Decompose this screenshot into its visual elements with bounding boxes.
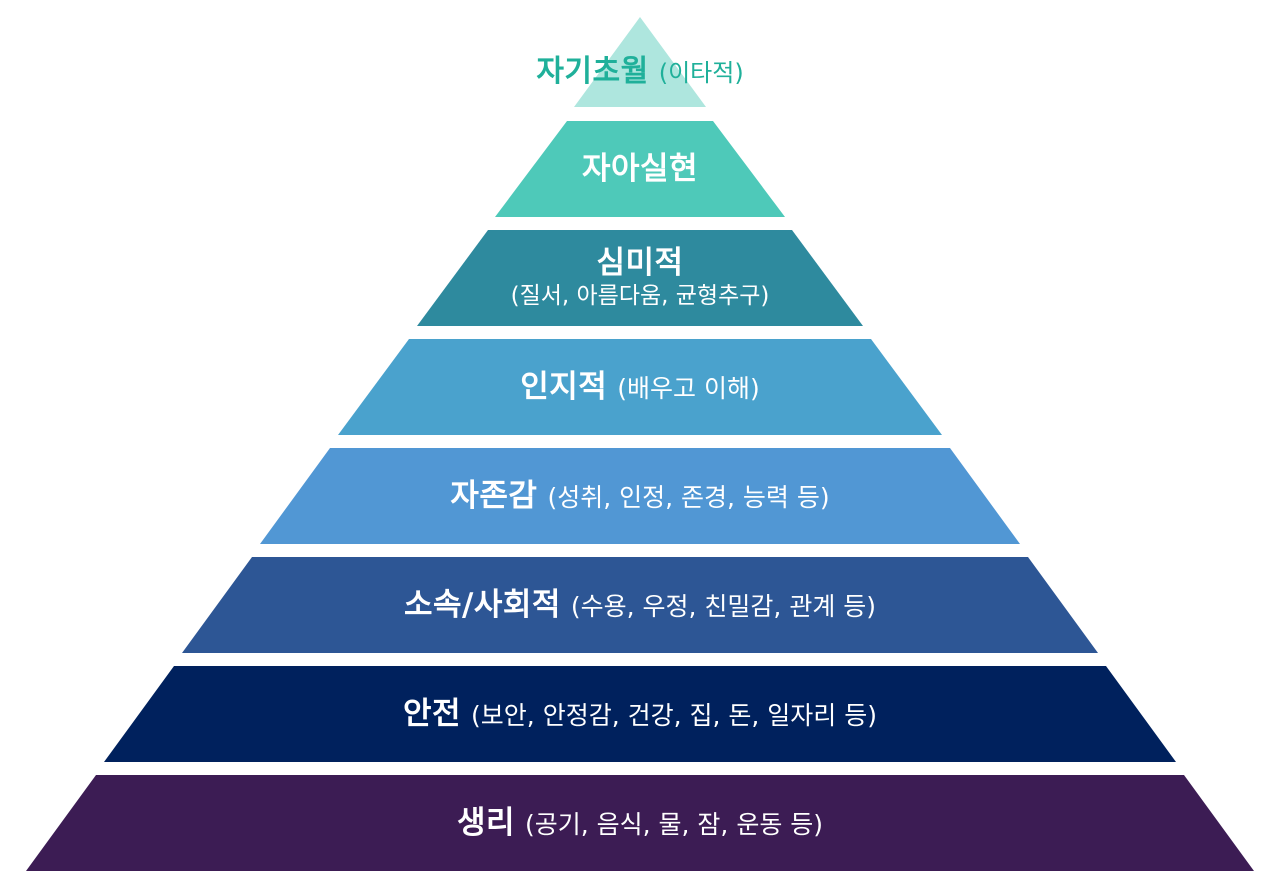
pyramid-level-esteem-shape xyxy=(260,448,1020,544)
level-detail: (성취, 인정, 존경, 능력 등) xyxy=(547,482,830,512)
level-detail: (공기, 음식, 물, 잠, 운동 등) xyxy=(525,809,824,839)
level-detail: (보안, 안정감, 건강, 집, 돈, 일자리 등) xyxy=(471,700,877,730)
pyramid-level-physiological-shape xyxy=(26,775,1254,871)
level-title: 안전 xyxy=(403,695,462,732)
pyramid-level-physiological: 생리 (공기, 음식, 물, 잠, 운동 등) xyxy=(0,775,1280,871)
level-detail: (수용, 우정, 친밀감, 관계 등) xyxy=(570,591,877,621)
level-detail: (질서, 아름다움, 균형추구) xyxy=(510,283,770,310)
pyramid-level-self-transcendence-shape xyxy=(574,17,706,107)
pyramid-level-aesthetic-shape xyxy=(417,230,863,326)
level-title: 인지적 xyxy=(520,368,608,405)
level-title: 심미적 xyxy=(596,245,684,282)
pyramid-level-belonging-shape xyxy=(182,557,1098,653)
level-detail: (배우고 이해) xyxy=(617,373,760,403)
pyramid-level-self-transcendence: 자기초월 (이타적) xyxy=(0,46,1280,96)
level-title: 자아실현 xyxy=(581,150,699,187)
pyramid-level-aesthetic: 심미적 (질서, 아름다움, 균형추구) xyxy=(0,230,1280,326)
pyramid-level-esteem: 자존감 (성취, 인정, 존경, 능력 등) xyxy=(0,448,1280,544)
pyramid-level-belonging: 소속/사회적 (수용, 우정, 친밀감, 관계 등) xyxy=(0,557,1280,653)
pyramid-level-cognitive: 인지적 (배우고 이해) xyxy=(0,339,1280,435)
level-title: 소속/사회적 xyxy=(403,586,561,623)
level-detail: (이타적) xyxy=(658,58,744,87)
pyramid-level-self-actualization: 자아실현 xyxy=(0,121,1280,217)
pyramid-level-safety: 안전 (보안, 안정감, 건강, 집, 돈, 일자리 등) xyxy=(0,666,1280,762)
level-title: 자기초월 xyxy=(536,53,649,89)
pyramid-level-safety-shape xyxy=(104,666,1176,762)
pyramid-level-cognitive-shape xyxy=(338,339,942,435)
level-title: 자존감 xyxy=(450,477,538,514)
level-title: 생리 xyxy=(456,804,515,841)
pyramid-level-self-actualization-shape xyxy=(495,121,785,217)
